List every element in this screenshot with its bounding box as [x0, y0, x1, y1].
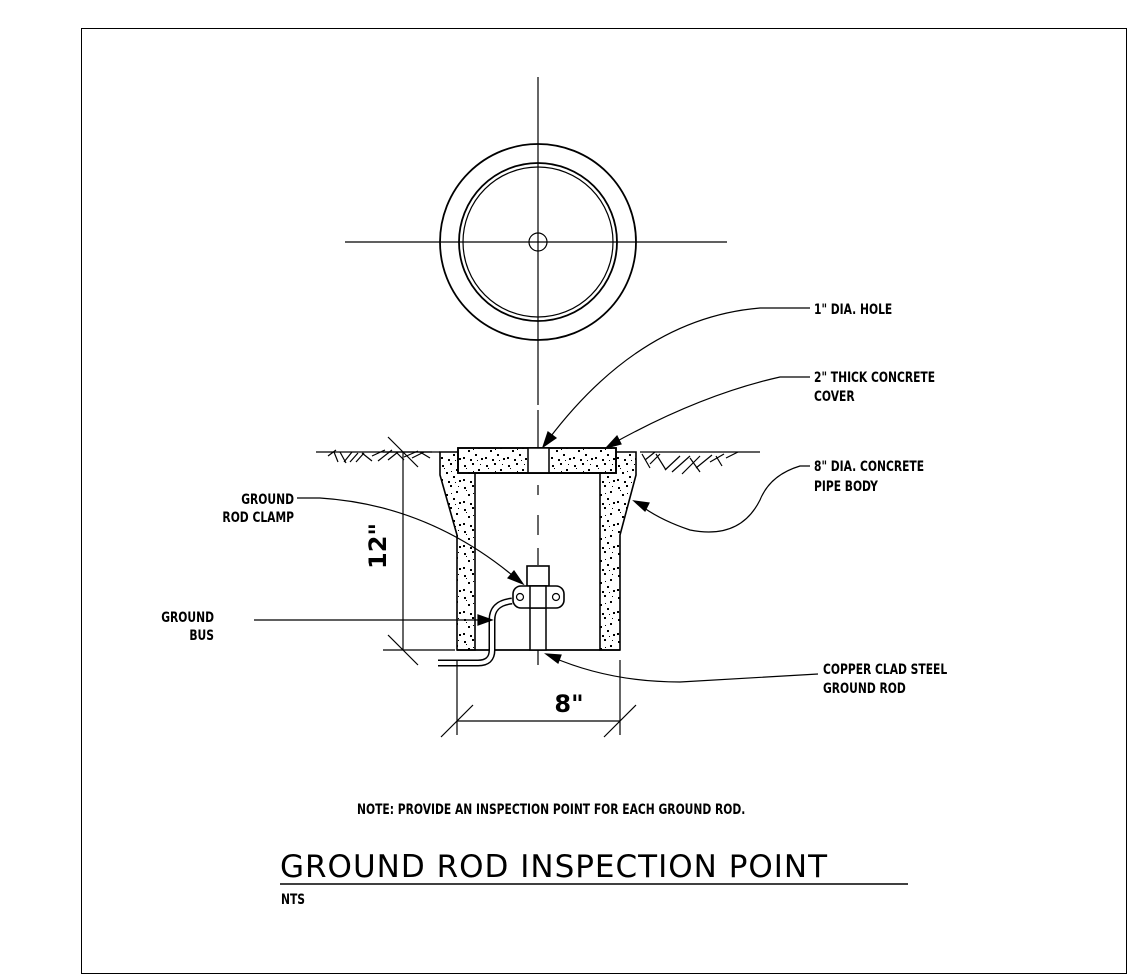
label-hole: 1" DIA. HOLE [814, 301, 892, 318]
dim-width-text: 8" [554, 690, 583, 718]
leader-cover [611, 376, 810, 445]
drawing-border [81, 28, 1127, 974]
dimension-width: 8" [440, 660, 637, 738]
label-rod-1: COPPER CLAD STEEL [823, 661, 947, 678]
label-clamp-1: GROUND [241, 491, 294, 508]
scale-text: NTS [281, 891, 305, 908]
clamp-rod-segment [529, 585, 547, 609]
clamp-bolt-left [515, 592, 525, 602]
label-bus-1: GROUND [161, 609, 214, 626]
plan-view [345, 77, 727, 405]
label-rod-2: GROUND ROD [823, 680, 906, 697]
label-clamp-2: ROD CLAMP [222, 509, 294, 526]
soil-hatch-left [327, 449, 431, 464]
dimension-height: 12" [364, 436, 455, 666]
leader-pipe [639, 465, 810, 533]
label-cover-1: 2" THICK CONCRETE [814, 369, 935, 386]
soil-hatch-right [641, 451, 739, 475]
cover-hole [527, 447, 550, 474]
dim-width-tick-right [603, 704, 637, 738]
clamp-bolt-right [551, 592, 561, 602]
dim-width-tick-left [440, 704, 474, 738]
note-text: NOTE: PROVIDE AN INSPECTION POINT FOR EA… [357, 801, 745, 818]
drawing-title: GROUND ROD INSPECTION POINT [280, 849, 828, 885]
leaders [254, 307, 819, 683]
rod-clamp-top [526, 565, 550, 587]
label-bus-2: BUS [189, 627, 214, 644]
dim-height-tick-top [387, 436, 419, 468]
pipe-wall-right [599, 451, 637, 651]
dim-height-tick-bottom [387, 634, 419, 666]
ground-bus-inner [438, 599, 513, 665]
label-cover-2: COVER [814, 388, 855, 405]
label-pipe-1: 8" DIA. CONCRETE [814, 458, 924, 475]
leader-clamp [297, 497, 519, 581]
leader-rod [551, 656, 819, 683]
label-pipe-2: PIPE BODY [814, 478, 879, 495]
leader-hole [547, 307, 810, 441]
dim-height-text: 12" [364, 523, 392, 569]
